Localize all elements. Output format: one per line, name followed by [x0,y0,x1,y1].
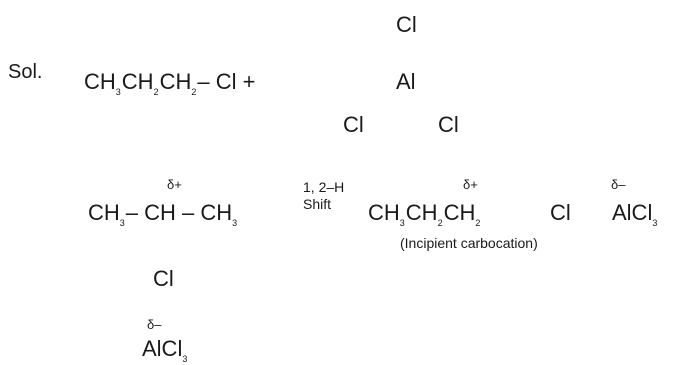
complex-alcl: AlCl [142,336,183,361]
complex-alcl3: AlCl3 [142,336,188,364]
complex-ch3b-subscript: 3 [232,218,238,228]
complex-ch3a-subscript: 3 [119,218,125,228]
alcl3-cl-top: Cl [396,12,417,37]
shift-label-line1: 1, 2–H [303,179,345,195]
product-ch3-subscript: 3 [399,218,405,228]
reactant-ch2b-subscript: 2 [191,87,197,97]
incipient-carbocation-note: (Incipient carbocation) [400,235,538,251]
solution-label: Sol. [8,61,43,83]
product-ch2b: CH [443,200,476,225]
complex-alcl-subscript: 3 [182,354,188,364]
reactant-ch2a: CH [121,69,154,94]
product-delta-minus: δ– [611,177,626,192]
reactant-ch2b: CH [159,69,192,94]
alcl3-cl-right: Cl [438,112,459,137]
product-ch2a-subscript: 2 [437,218,443,228]
product-delta-plus: δ+ [463,177,478,192]
alcl3-al: Al [396,69,416,94]
reactant-ch3-subscript: 3 [115,87,121,97]
complex-cl-below: Cl [153,266,174,291]
complex-ch3a: CH [88,200,120,225]
reactant-formula: CH3CH2CH2– Cl + [84,69,256,97]
product-ch2b-subscript: 2 [475,218,481,228]
reactant-ch2a-subscript: 2 [153,87,159,97]
complex-mid: – CH – CH [125,200,233,225]
product-alcl: AlCl [612,200,653,225]
alcl3-cl-left: Cl [343,112,364,137]
product-ch3: CH [368,200,400,225]
complex-formula: CH3– CH – CH3 [88,200,238,228]
complex-delta-minus: δ– [147,317,162,332]
product-cl: Cl [550,200,571,225]
reactant-ch3: CH [84,69,116,94]
shift-label-line2: Shift [303,196,332,212]
reactant-tail: – Cl + [197,69,256,94]
product-ch2a: CH [405,200,438,225]
product-formula: CH3CH2CH2 [368,200,481,228]
complex-delta-plus: δ+ [167,177,182,192]
product-alcl-subscript: 3 [652,218,658,228]
product-alcl3: AlCl3 [612,200,658,228]
